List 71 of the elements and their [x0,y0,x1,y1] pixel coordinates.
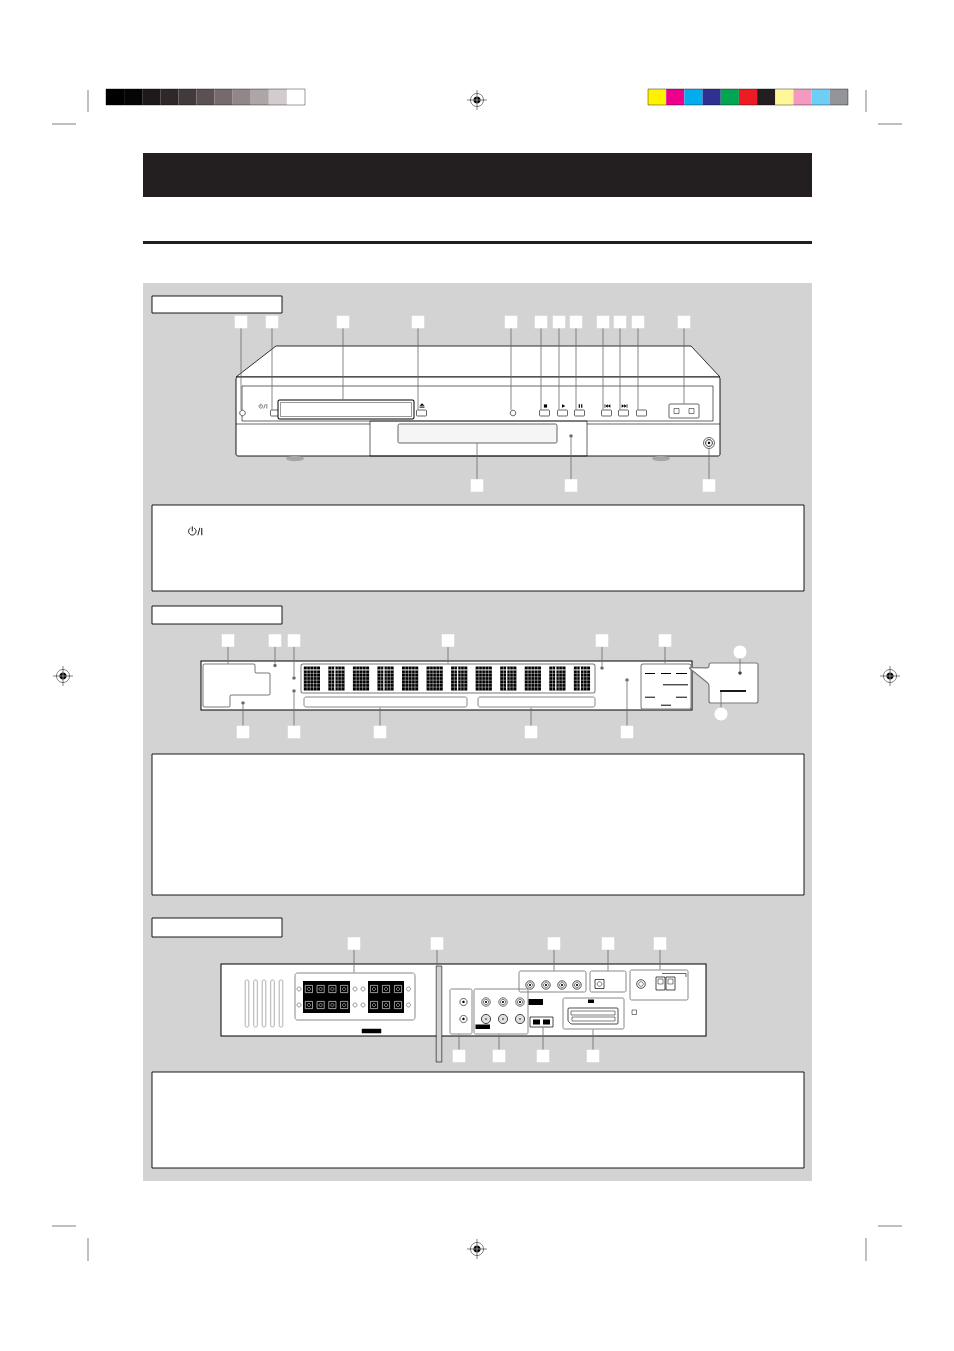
headphone-jack [703,437,715,449]
leader-line [659,949,661,970]
indicator-bar [303,696,468,708]
control-button [618,409,629,417]
leader-line [436,949,438,967]
leader-line [293,692,295,726]
speaker-terminal-panel [294,972,416,1021]
display-window [277,399,415,420]
leader-line [570,437,572,480]
magnified-view [688,662,759,704]
leader-line [637,328,639,411]
leader-line [342,328,344,400]
leader-line [510,328,512,411]
leader-line [619,328,621,411]
leader-line [274,646,276,664]
control-button [557,409,568,417]
leader-line [540,328,542,411]
leader-line [720,691,722,708]
leader-line [240,328,242,411]
leader-line [476,442,478,480]
leader-line [664,646,666,664]
leader-line [271,328,273,411]
leader-line [592,1029,594,1050]
segment-display [640,663,692,710]
leader-line [739,658,741,672]
control-button [509,409,517,417]
control-button [539,409,550,417]
standby-indicator [239,409,246,417]
control-button [574,409,585,417]
leader-line [293,646,295,677]
section-label-box [151,605,283,625]
leader-line [575,328,577,411]
character-area [300,663,596,694]
scart-connector [562,997,625,1030]
description-panel [151,1071,805,1169]
leader-line [553,949,555,971]
leader-line [708,448,710,480]
indicator-area [202,663,271,708]
leader-line [601,646,603,667]
leader-line [227,646,229,665]
description-panel [151,753,805,896]
leader-line [683,328,685,405]
leader-line [498,1034,500,1050]
leader-line [458,1034,460,1050]
leader-line [379,707,381,726]
slide-switch [529,1016,554,1028]
jack-panel [449,988,473,1035]
leader-line [558,328,560,411]
leader-line [607,949,609,971]
terminal-panel [629,969,689,1001]
leader-line [353,949,355,973]
leader-line [626,681,628,726]
leader-line [530,707,532,726]
cable [435,965,443,1063]
title-bar [143,153,812,197]
tray-window [397,423,558,444]
leader-line [242,704,244,726]
jack-panel [518,970,587,993]
leader-line [602,328,604,411]
description-panel: /I [151,504,805,592]
indicator-bar [477,696,596,708]
leader-line [542,1026,544,1050]
section-label-box [151,917,283,938]
control-button [601,409,612,417]
optical-jack [589,970,627,993]
control-button [636,409,647,417]
button-pair-panel [668,403,700,419]
leader-line [447,646,449,664]
jack-panel [473,988,529,1035]
control-button [416,409,427,417]
leader-line [417,328,419,411]
